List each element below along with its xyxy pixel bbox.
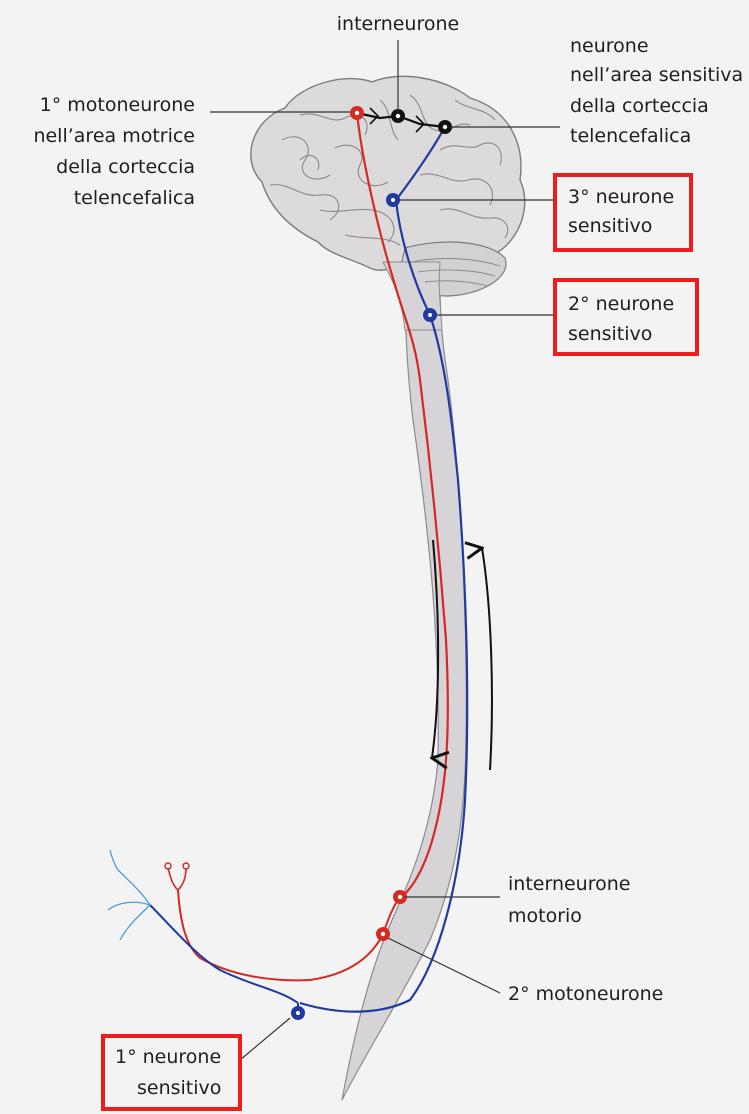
label-sensory-cortex-neuron-line4: telencefalica [570,125,691,147]
label-sensory-neuron-2-line1: 2° neurone [568,293,674,315]
motor-neuron-1-nucleus [355,111,359,115]
label-motor-neuron-1-line1: 1° motoneurone [40,94,195,116]
cortical-interneuron-nucleus [396,114,400,118]
sensory-pathway-peripheral [150,905,298,1003]
label-sensory-neuron-3-line1: 3° neurone [568,186,674,208]
label-sensory-cortex-neuron-line2: nell’area sensitiva [570,64,743,86]
label-motor-interneuron-line2: motorio [508,905,582,927]
motor-interneuron-nucleus [398,895,402,899]
motor-branch-a [168,868,178,890]
label-motor-neuron-2: 2° motoneurone [508,983,663,1005]
motor-pathway-lower [178,890,383,980]
ascending-arrow [482,548,492,770]
label-motor-neuron-1-line2: nell’area motrice [33,125,195,147]
label-sensory-neuron-1-line2: sensitivo [137,1077,221,1099]
sensory-neuron-2-nucleus [428,313,432,317]
label-interneurone-top: interneurone [337,13,459,35]
label-motor-neuron-1-line4: telencefalica [74,187,195,209]
motor-branch-b [178,868,186,890]
label-sensory-cortex-neuron-line3: della corteccia [570,95,709,117]
label-sensory-neuron-1-line1: 1° neurone [115,1046,221,1068]
sensory-nerve-endings [108,850,150,940]
sensory-cortex-neuron-nucleus [443,125,447,129]
label-sensory-neuron-2-line2: sensitivo [568,323,652,345]
sensory-neuron-3-nucleus [391,198,395,202]
brain [251,76,525,270]
label-sensory-cortex-neuron-line1: neurone [570,35,649,57]
label-sensory-neuron-3-line2: sensitivo [568,215,652,237]
label-motor-neuron-1-line3: della corteccia [56,156,195,178]
sensory-neuron-1-nucleus [296,1011,300,1015]
motor-neuron-2-nucleus [381,932,385,936]
label-motor-interneuron-line1: interneurone [508,873,630,895]
